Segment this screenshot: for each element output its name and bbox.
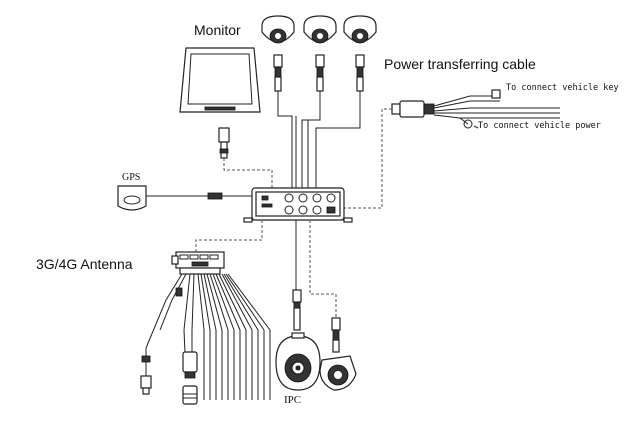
vehicle-key-label: To connect vehicle key [506,83,619,93]
gps-label: GPS [122,172,141,183]
antenna-connector-icon [171,251,225,275]
ipc-camera-icon [275,289,321,391]
antenna-label: 3G/4G Antenna [36,256,133,272]
ipc-label: IPC [284,394,302,406]
vehicle-power-label: To connect vehicle power [478,121,601,131]
dome-camera-icon [303,15,337,92]
dome-camera-icon [343,15,377,92]
monitor-label: Monitor [194,22,241,38]
monitor-icon [179,47,261,159]
dome-camera-icon [319,317,357,391]
power-cable-label: Power transferring cable [384,56,536,72]
dvr-unit-icon [243,187,353,223]
dome-camera-icon [261,15,295,92]
power-cable-icon [391,89,560,129]
gps-module-icon [117,185,147,211]
